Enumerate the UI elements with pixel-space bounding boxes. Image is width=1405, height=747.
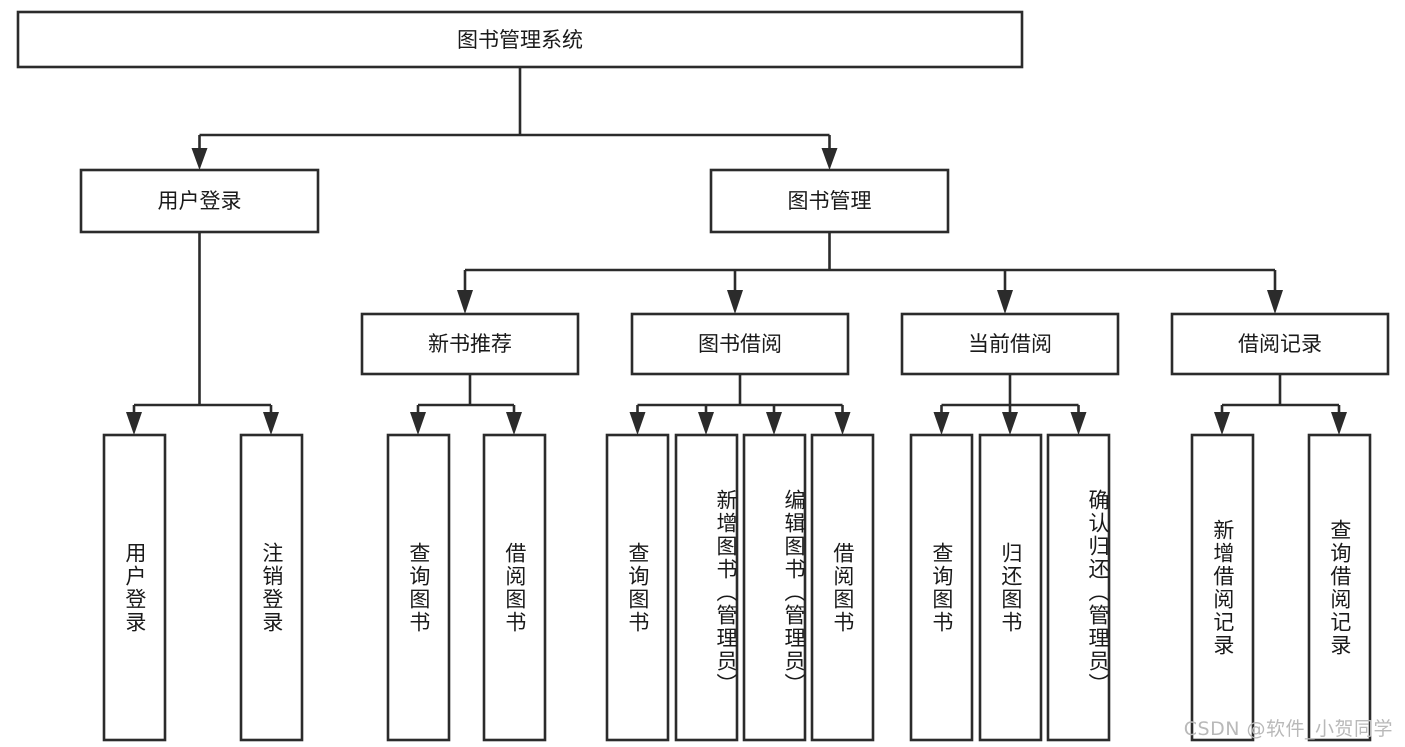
connector-group-borrow-record-to-leaves: [1214, 374, 1347, 435]
leaf-box-current-borrow-3[interactable]: [1046, 433, 1111, 742]
node-borrow-record-label: 借阅记录: [1238, 332, 1322, 356]
node-new-book-recommend-label: 新书推荐: [428, 332, 512, 356]
leaf-box-borrow-record-2[interactable]: [1307, 433, 1372, 742]
leaf-box-current-borrow-1[interactable]: [909, 433, 974, 742]
arrow-head-book-manage: [821, 148, 838, 170]
connector-group-new-book-rec-to-leaves: [410, 374, 522, 435]
node-user-login-box[interactable]: [79, 168, 320, 234]
arrow-head-leaf-book-borrow-1: [629, 412, 646, 435]
arrow-head-leaf-book-borrow-3: [766, 412, 782, 435]
arrow-head-leaf-current-borrow-1: [933, 412, 950, 435]
arrow-head-user-login: [191, 148, 208, 170]
csdn-watermark: CSDN @软件_小贺同学: [1183, 718, 1393, 740]
arrow-head-book-borrow: [727, 290, 743, 314]
arrow-head-leaf-current-borrow-2: [1002, 412, 1018, 435]
arrow-head-leaf-book-borrow-4: [834, 412, 851, 435]
leaf-box-book-borrow-3[interactable]: [742, 433, 807, 742]
node-current-borrow-box[interactable]: [900, 312, 1120, 376]
leaf-box-borrow-record-1[interactable]: [1190, 433, 1255, 742]
leaf-box-book-borrow-1[interactable]: [605, 433, 670, 742]
arrow-head-current-borrow: [997, 290, 1013, 314]
arrow-head-leaf-user-login-1: [126, 412, 142, 435]
leaf-box-new-book-rec-2[interactable]: [482, 433, 547, 742]
leaf-box-current-borrow-2[interactable]: [978, 433, 1043, 742]
node-user-login-label: 用户登录: [158, 189, 242, 213]
arrow-head-leaf-new-book-rec-2: [506, 412, 522, 435]
connector-group-book-borrow-to-leaves: [629, 374, 851, 435]
arrow-head-leaf-current-borrow-3: [1070, 412, 1087, 435]
arrow-head-leaf-new-book-rec-1: [410, 412, 426, 435]
node-borrow-record[interactable]: 借阅记录: [1170, 312, 1390, 376]
node-new-book-recommend-box[interactable]: [360, 312, 580, 376]
node-book-manage-box[interactable]: [709, 168, 950, 234]
node-current-borrow-label: 当前借阅: [968, 332, 1052, 356]
node-root[interactable]: 图书管理系统: [16, 10, 1024, 69]
arrow-head-leaf-borrow-record-1: [1214, 412, 1230, 435]
arrow-head-borrow-record: [1267, 290, 1283, 314]
node-book-borrow[interactable]: 图书借阅: [630, 312, 850, 376]
leaf-box-user-login-1[interactable]: [102, 433, 167, 742]
node-book-manage-label: 图书管理: [788, 189, 872, 213]
leaf-box-book-borrow-2[interactable]: [674, 433, 739, 742]
leaf-box-book-borrow-4[interactable]: [810, 433, 875, 742]
node-book-manage[interactable]: 图书管理: [709, 168, 950, 234]
leaf-box-new-book-rec-1[interactable]: [386, 433, 451, 742]
arrow-head-leaf-user-login-2: [263, 412, 279, 435]
node-root-label: 图书管理系统: [457, 28, 583, 52]
node-current-borrow[interactable]: 当前借阅: [900, 312, 1120, 376]
leaf-box-group: [102, 433, 1372, 742]
node-borrow-record-box[interactable]: [1170, 312, 1390, 376]
arrow-head-leaf-borrow-record-2: [1331, 412, 1347, 435]
leaf-box-user-login-2[interactable]: [239, 433, 304, 742]
connector-group-root-to-level2: [191, 67, 838, 170]
connector-group-book-manage-to-level3: [457, 232, 1283, 314]
arrow-head-new-book-rec: [457, 290, 473, 314]
node-book-borrow-box[interactable]: [630, 312, 850, 376]
node-book-borrow-label: 图书借阅: [698, 332, 782, 356]
node-root-box[interactable]: [16, 10, 1024, 69]
connector-group-user-login-to-leaves: [126, 232, 279, 435]
node-new-book-recommend[interactable]: 新书推荐: [360, 312, 580, 376]
arrow-head-leaf-book-borrow-2: [698, 412, 714, 435]
node-user-login[interactable]: 用户登录: [79, 168, 320, 234]
connector-group-current-borrow-to-leaves: [933, 374, 1087, 435]
